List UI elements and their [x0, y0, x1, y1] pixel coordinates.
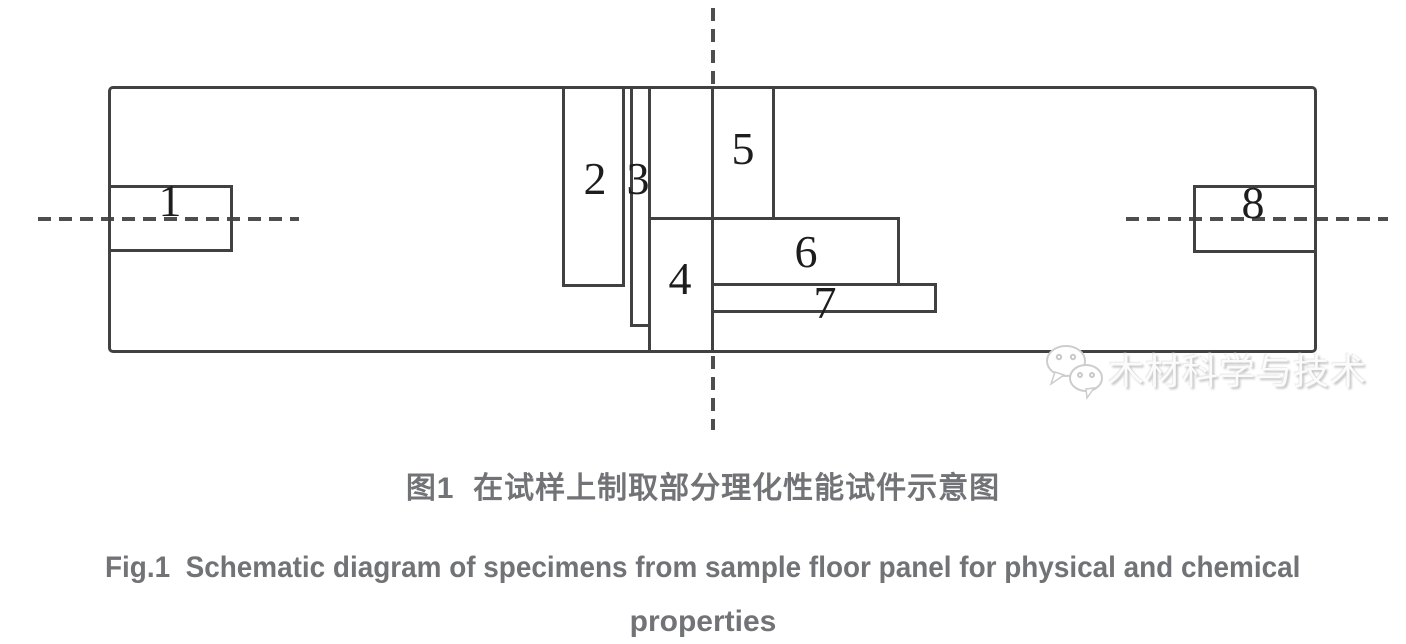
specimen-8-rect: [1193, 185, 1317, 253]
caption-chinese: 图1 在试样上制取部分理化性能试件示意图: [405, 472, 1001, 505]
caption-english-line1: Fig.1 Schematic diagram of specimens fro…: [0, 551, 1406, 585]
specimen-2-rect: [562, 86, 625, 287]
specimen-3-label: 3: [626, 153, 650, 204]
caption-english-line1-text: Fig.1 Schematic diagram of specimens fro…: [105, 551, 1301, 584]
watermark-text: 木材科学与技术: [1108, 351, 1368, 392]
wechat-icon: [1046, 345, 1103, 400]
left-horizontal-axis-dashed: [38, 217, 299, 221]
specimen-2-label: 2: [583, 153, 607, 204]
specimen-4-rect: [651, 217, 714, 353]
caption-english-line2: properties: [629, 605, 777, 638]
vertical-center-axis-dashed-bottom: [711, 356, 715, 430]
specimen-3-rect: [630, 86, 651, 327]
watermark: 木材科学与技术: [1042, 344, 1367, 400]
specimen-7-rect: [711, 283, 937, 313]
specimen-4-label: 4: [668, 253, 692, 304]
specimen-1-label: 1: [158, 175, 182, 226]
specimen-7-label: 7: [813, 277, 837, 328]
right-horizontal-axis-dashed: [1126, 217, 1388, 221]
specimen-8-label: 8: [1241, 177, 1265, 228]
specimen-1-rect: [108, 185, 233, 252]
specimen-6-label: 6: [794, 226, 818, 277]
specimen-6-rect: [711, 217, 900, 286]
specimen-5-label: 5: [731, 123, 755, 174]
vertical-center-axis-dashed-top: [711, 8, 715, 86]
